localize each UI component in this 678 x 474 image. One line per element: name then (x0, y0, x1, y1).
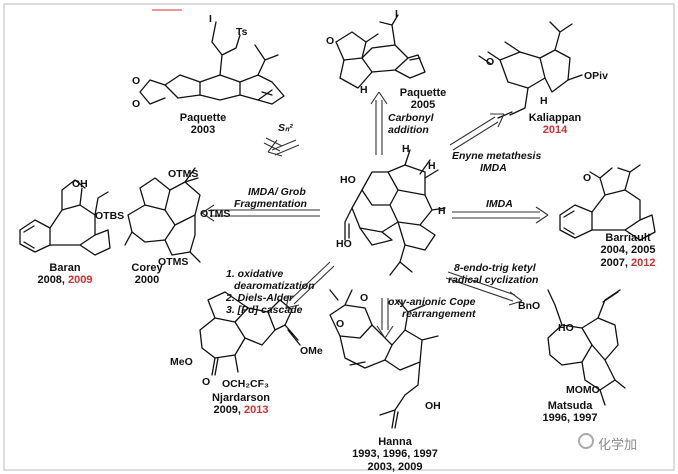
condition-sn2: Sₙ² (278, 122, 293, 134)
paquette2005-iodo-label: I (395, 8, 398, 20)
paquette-2003-structure (139, 21, 285, 105)
corey-otms3-label: OTMS (158, 256, 189, 268)
watermark-text: 化学加 (598, 437, 638, 452)
kaliappan-opiv-label: OPiv (584, 70, 608, 82)
central-h3-label: H (402, 143, 410, 155)
figure-border (3, 3, 675, 471)
kaliappan-o-label: O (486, 56, 495, 68)
baran-caption: Baran 2008, 2009 (37, 262, 93, 286)
central-h-label: H (428, 160, 436, 172)
condition-imda: IMDA (486, 198, 513, 210)
njardarson-ome-label: OMe (300, 345, 323, 357)
arrow-to-paquette-2005 (370, 91, 388, 155)
barriault-caption: Barriault 2004, 2005 2007, 2012 (600, 232, 656, 269)
njardarson-meo-label: MeO (170, 356, 193, 368)
arrow-to-paquette-2003 (267, 139, 300, 157)
njardarson-och2cf3-label: OCH₂CF₃ (222, 378, 269, 390)
matsuda-ho-label: HO (558, 322, 574, 334)
baran-structure (19, 179, 111, 256)
corey-structure (124, 167, 201, 263)
hanna-caption: Hanna 1993, 1996, 1997 2003, 2009 (352, 436, 438, 473)
baran-otbs-label: OTBS (95, 210, 125, 222)
njardarson-caption: Njardarson 2009, 2013 (211, 392, 271, 416)
hanna-oh-label: OH (425, 400, 441, 412)
sn2-arrow-mark (263, 137, 283, 152)
paquette2005-o-label: O (326, 35, 335, 47)
matsuda-structure (547, 289, 626, 406)
paquette2003-iodo-label: I (209, 13, 212, 25)
watermark-logo-icon (578, 433, 594, 449)
paquette-2003-caption: Paquette 2003 (179, 112, 227, 136)
arrow-to-matsuda (445, 271, 523, 306)
kaliappan-structure (478, 21, 583, 119)
hanna-o1-label: O (336, 318, 345, 330)
paquette-2005-structure (335, 14, 426, 89)
paquette2003-o1-label: O (132, 75, 141, 87)
matsuda-bno-label: BnO (518, 300, 541, 312)
arrow-to-corey (201, 204, 320, 222)
arrow-to-barriault (452, 206, 549, 224)
paquette2005-h-label: H (360, 84, 368, 96)
corey-otms2-label: OTMS (200, 208, 231, 220)
arrow-to-hanna (376, 298, 394, 339)
matsuda-caption: Matsuda 1996, 1997 (542, 400, 598, 424)
central-ho-label: HO (340, 174, 356, 186)
paquette2003-ts-label: Ts (236, 26, 248, 38)
hanna-structure (329, 289, 439, 429)
njardarson-structure (199, 291, 301, 376)
condition-oxidative: 1. oxidative dearomatization 2. Diels-Al… (226, 268, 315, 316)
paquette-2005-caption: Paquette 2005 (399, 87, 447, 111)
kaliappan-caption: Kaliappan 2014 (528, 112, 582, 136)
corey-otms1-label: OTMS (168, 168, 199, 180)
matsuda-momo-label: MOMO (566, 384, 600, 396)
baran-oh-label: OH (72, 178, 88, 190)
njardarson-o-label: O (202, 376, 211, 388)
central-target-structure (344, 149, 446, 276)
barriault-o-label: O (583, 172, 592, 184)
central-h2-label: H (438, 205, 446, 217)
arrow-to-njardarson (285, 261, 335, 309)
hanna-o2-label: O (360, 292, 369, 304)
paquette2003-o2-label: O (132, 98, 141, 110)
central-oh-label: HO (336, 238, 352, 250)
arrow-to-kaliappan (449, 113, 505, 151)
barriault-structure (559, 164, 656, 241)
corey-caption: Corey 2000 (131, 262, 163, 286)
kaliappan-h-label: H (540, 95, 548, 107)
